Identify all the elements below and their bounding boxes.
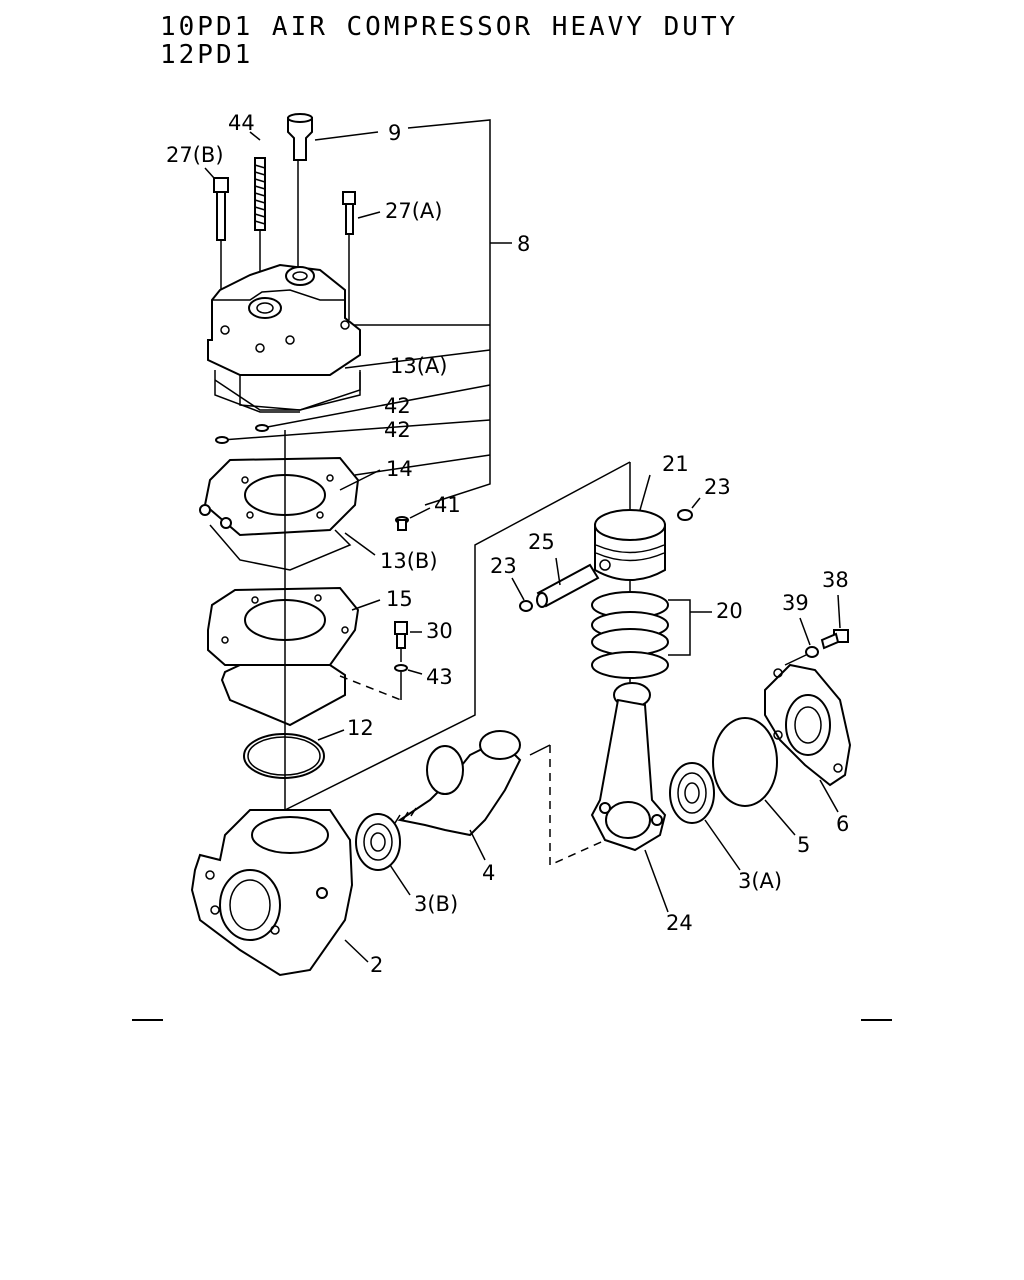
part-4-crankshaft: [394, 730, 522, 837]
part-39-washer: [784, 646, 819, 666]
bracket-group-8: [221, 119, 512, 506]
callout-42-lower: 42: [384, 418, 411, 442]
part-44-stud: [249, 131, 266, 330]
callout-38: 38: [822, 568, 849, 592]
part-12-o-ring: [243, 733, 325, 779]
callout-41: 41: [434, 493, 461, 517]
part-2-crankcase: [190, 809, 354, 977]
callout-23-right: 23: [704, 475, 731, 499]
callout-15: 15: [386, 587, 413, 611]
callout-23-left: 23: [490, 554, 517, 578]
callout-44: 44: [228, 111, 255, 135]
callout-39: 39: [782, 591, 809, 615]
part-23-snap-ring-left: [519, 600, 533, 612]
part-13a-gasket: [214, 372, 361, 411]
label-leaders: [317, 469, 841, 963]
callout-30: 30: [426, 619, 453, 643]
part-42-washers: [215, 424, 269, 444]
callout-43: 43: [426, 665, 453, 689]
callout-9: 9: [388, 121, 401, 145]
callout-8: 8: [517, 232, 530, 256]
part-3a-bearing: [669, 762, 715, 824]
callout-25: 25: [528, 530, 555, 554]
part-15-cylinder-block: [207, 586, 360, 727]
part-30-screw: [394, 621, 408, 662]
part-9-plug: [287, 113, 379, 272]
callout-14: 14: [386, 457, 413, 481]
callout-21: 21: [662, 452, 689, 476]
part-38-bolt: [820, 629, 849, 650]
part-21-piston: [594, 509, 666, 581]
part-20-piston-rings: [591, 591, 691, 679]
callout-12: 12: [347, 716, 374, 740]
part-24-connecting-rod: [590, 682, 667, 852]
callout-24: 24: [666, 911, 693, 935]
part-23-snap-ring-right: [677, 509, 693, 521]
part-14-valve-plate: [199, 456, 360, 571]
callout-3a: 3(A): [738, 869, 782, 893]
callout-13b: 13(B): [380, 549, 438, 573]
callout-5: 5: [797, 833, 810, 857]
cylinder-head: [207, 263, 361, 413]
part-6-end-cover: [764, 663, 852, 787]
callout-2: 2: [370, 953, 383, 977]
callout-27b: 27(B): [166, 143, 224, 167]
callout-3b: 3(B): [414, 892, 458, 916]
callout-6: 6: [836, 812, 849, 836]
callout-27a: 27(A): [385, 199, 442, 223]
part-27a-bolt: [342, 191, 381, 320]
part-43-washer: [339, 664, 408, 701]
callout-42-upper: 42: [384, 394, 411, 418]
diagram-title-line1: 10PD1 AIR COMPRESSOR HEAVY DUTY: [160, 12, 739, 42]
part-25-piston-pin: [536, 563, 600, 608]
callout-4: 4: [482, 861, 495, 885]
callout-20: 20: [716, 599, 743, 623]
part-41-screw: [395, 516, 409, 531]
part-5-o-ring: [712, 717, 778, 807]
diagram-title-line2: 12PD1: [160, 40, 254, 70]
part-3b-bearing: [355, 813, 401, 871]
callout-13a: 13(A): [390, 354, 447, 378]
